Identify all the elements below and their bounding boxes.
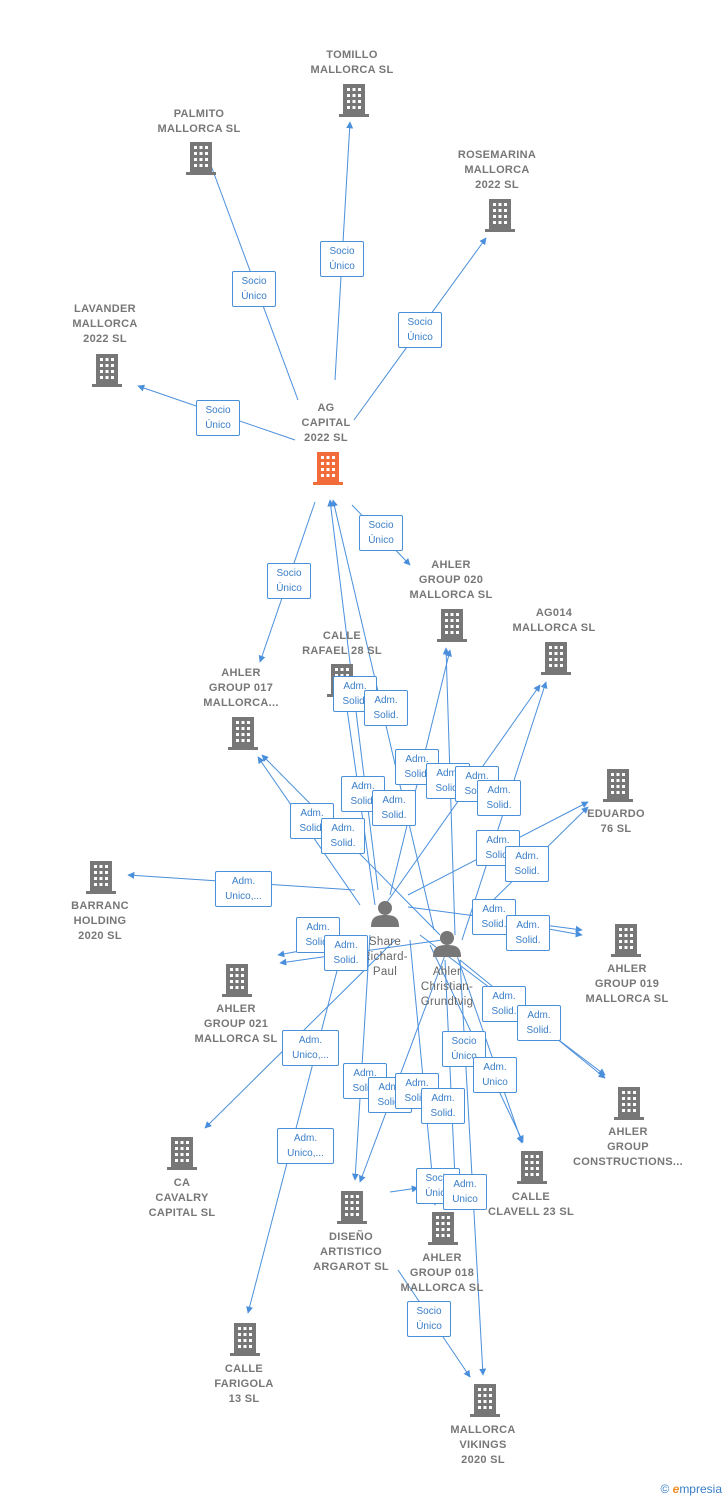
company-building-icon[interactable]: [611, 924, 641, 957]
company-building-icon[interactable]: [614, 1087, 644, 1120]
empresia-watermark[interactable]: © empresia: [660, 1482, 722, 1496]
relation-edge: [246, 939, 346, 1314]
relation-badge[interactable]: Adm. Solid.: [477, 780, 521, 816]
company-building-icon[interactable]: [437, 609, 467, 642]
brand-name: mpresia: [679, 1482, 722, 1496]
company-label[interactable]: AG CAPITAL 2022 SL: [301, 402, 351, 444]
company-building-icon[interactable]: [167, 1137, 197, 1170]
brand-e: e: [672, 1482, 680, 1496]
relation-badge[interactable]: Adm. Solid.: [421, 1088, 465, 1124]
relation-edge: [409, 939, 438, 1206]
company-label[interactable]: CALLE CLAVELL 23 SL: [487, 1191, 574, 1218]
company-building-icon[interactable]: [230, 1323, 260, 1356]
company-building-icon[interactable]: [339, 84, 369, 117]
company-label[interactable]: AHLER GROUP 020 MALLORCA SL: [409, 559, 493, 601]
relation-badge[interactable]: Adm. Solid.: [321, 818, 365, 854]
relation-badge[interactable]: Socio Único: [267, 563, 311, 599]
relation-badge[interactable]: Adm. Unico,...: [282, 1030, 339, 1066]
company-building-icon[interactable]: [428, 1212, 458, 1245]
company-label[interactable]: CALLE RAFAEL 28 SL: [302, 630, 382, 657]
relation-badge[interactable]: Socio Único: [196, 400, 240, 436]
company-label[interactable]: CALLE FARIGOLA 13 SL: [214, 1363, 274, 1405]
relation-badge[interactable]: Socio Único: [359, 515, 403, 551]
relation-badge[interactable]: Adm. Solid.: [324, 935, 368, 971]
company-building-icon[interactable]: [485, 199, 515, 232]
company-label[interactable]: AHLER GROUP 018 MALLORCA SL: [400, 1252, 484, 1294]
relation-badge[interactable]: Adm. Unico,...: [215, 871, 272, 907]
company-building-icon[interactable]: [222, 964, 252, 997]
company-label[interactable]: EDUARDO 76 SL: [587, 808, 645, 835]
relation-badge[interactable]: Socio Único: [398, 312, 442, 348]
relation-edge: [358, 954, 446, 1183]
company-building-icon[interactable]: [517, 1151, 547, 1184]
relation-edge: [459, 959, 487, 1376]
company-building-icon[interactable]: [470, 1384, 500, 1417]
relation-edge: [454, 949, 524, 1144]
company-label[interactable]: DISEÑO ARTISTICO ARGAROT SL: [313, 1231, 389, 1273]
company-label[interactable]: ROSEMARINA MALLORCA 2022 SL: [457, 149, 537, 191]
relation-edge: [444, 959, 460, 1201]
company-building-icon[interactable]: [541, 642, 571, 675]
company-label[interactable]: LAVANDER MALLORCA 2022 SL: [72, 303, 138, 345]
company-building-icon[interactable]: [228, 717, 258, 750]
relation-badge[interactable]: Socio Único: [232, 271, 276, 307]
relation-badge[interactable]: Socio Único: [320, 241, 364, 277]
company-label[interactable]: TOMILLO MALLORCA SL: [310, 49, 394, 76]
relation-badge[interactable]: Socio Único: [407, 1301, 451, 1337]
company-label[interactable]: AHLER GROUP 017 MALLORCA...: [203, 667, 279, 709]
copyright-symbol: ©: [660, 1482, 670, 1496]
company-label[interactable]: AHLER GROUP 021 MALLORCA SL: [194, 1003, 278, 1045]
company-building-icon[interactable]: [92, 354, 122, 387]
company-label[interactable]: MALLORCA VIKINGS 2020 SL: [450, 1424, 516, 1466]
relation-badge[interactable]: Adm. Unico: [443, 1174, 487, 1210]
company-label[interactable]: AHLER GROUP 019 MALLORCA SL: [585, 963, 669, 1005]
relation-badge[interactable]: Adm. Solid.: [506, 915, 550, 951]
company-building-icon[interactable]: [313, 452, 343, 485]
relation-badge[interactable]: Adm. Unico,...: [277, 1128, 334, 1164]
relation-edge: [389, 1185, 419, 1193]
person-label[interactable]: Share Richard- Paul: [362, 936, 408, 978]
company-label[interactable]: AHLER GROUP CONSTRUCTIONS...: [573, 1126, 683, 1168]
relation-badge[interactable]: Adm. Solid.: [505, 846, 549, 882]
company-building-icon[interactable]: [86, 861, 116, 894]
company-building-icon[interactable]: [603, 769, 633, 802]
relation-badge[interactable]: Adm. Solid.: [364, 690, 408, 726]
relation-badge[interactable]: Adm. Solid.: [372, 790, 416, 826]
company-label[interactable]: AG014 MALLORCA SL: [512, 607, 596, 634]
company-label[interactable]: PALMITO MALLORCA SL: [157, 108, 241, 135]
company-building-icon[interactable]: [186, 142, 216, 175]
relation-badge[interactable]: Adm. Solid.: [517, 1005, 561, 1041]
relation-badge[interactable]: Adm. Unico: [473, 1057, 517, 1093]
company-label[interactable]: CA CAVALRY CAPITAL SL: [148, 1177, 216, 1219]
person-label[interactable]: Ahler Christian- Grundtvig: [420, 966, 474, 1008]
company-building-icon[interactable]: [337, 1191, 367, 1224]
relation-edge: [351, 934, 371, 1181]
company-label[interactable]: BARRANC HOLDING 2020 SL: [71, 900, 129, 942]
